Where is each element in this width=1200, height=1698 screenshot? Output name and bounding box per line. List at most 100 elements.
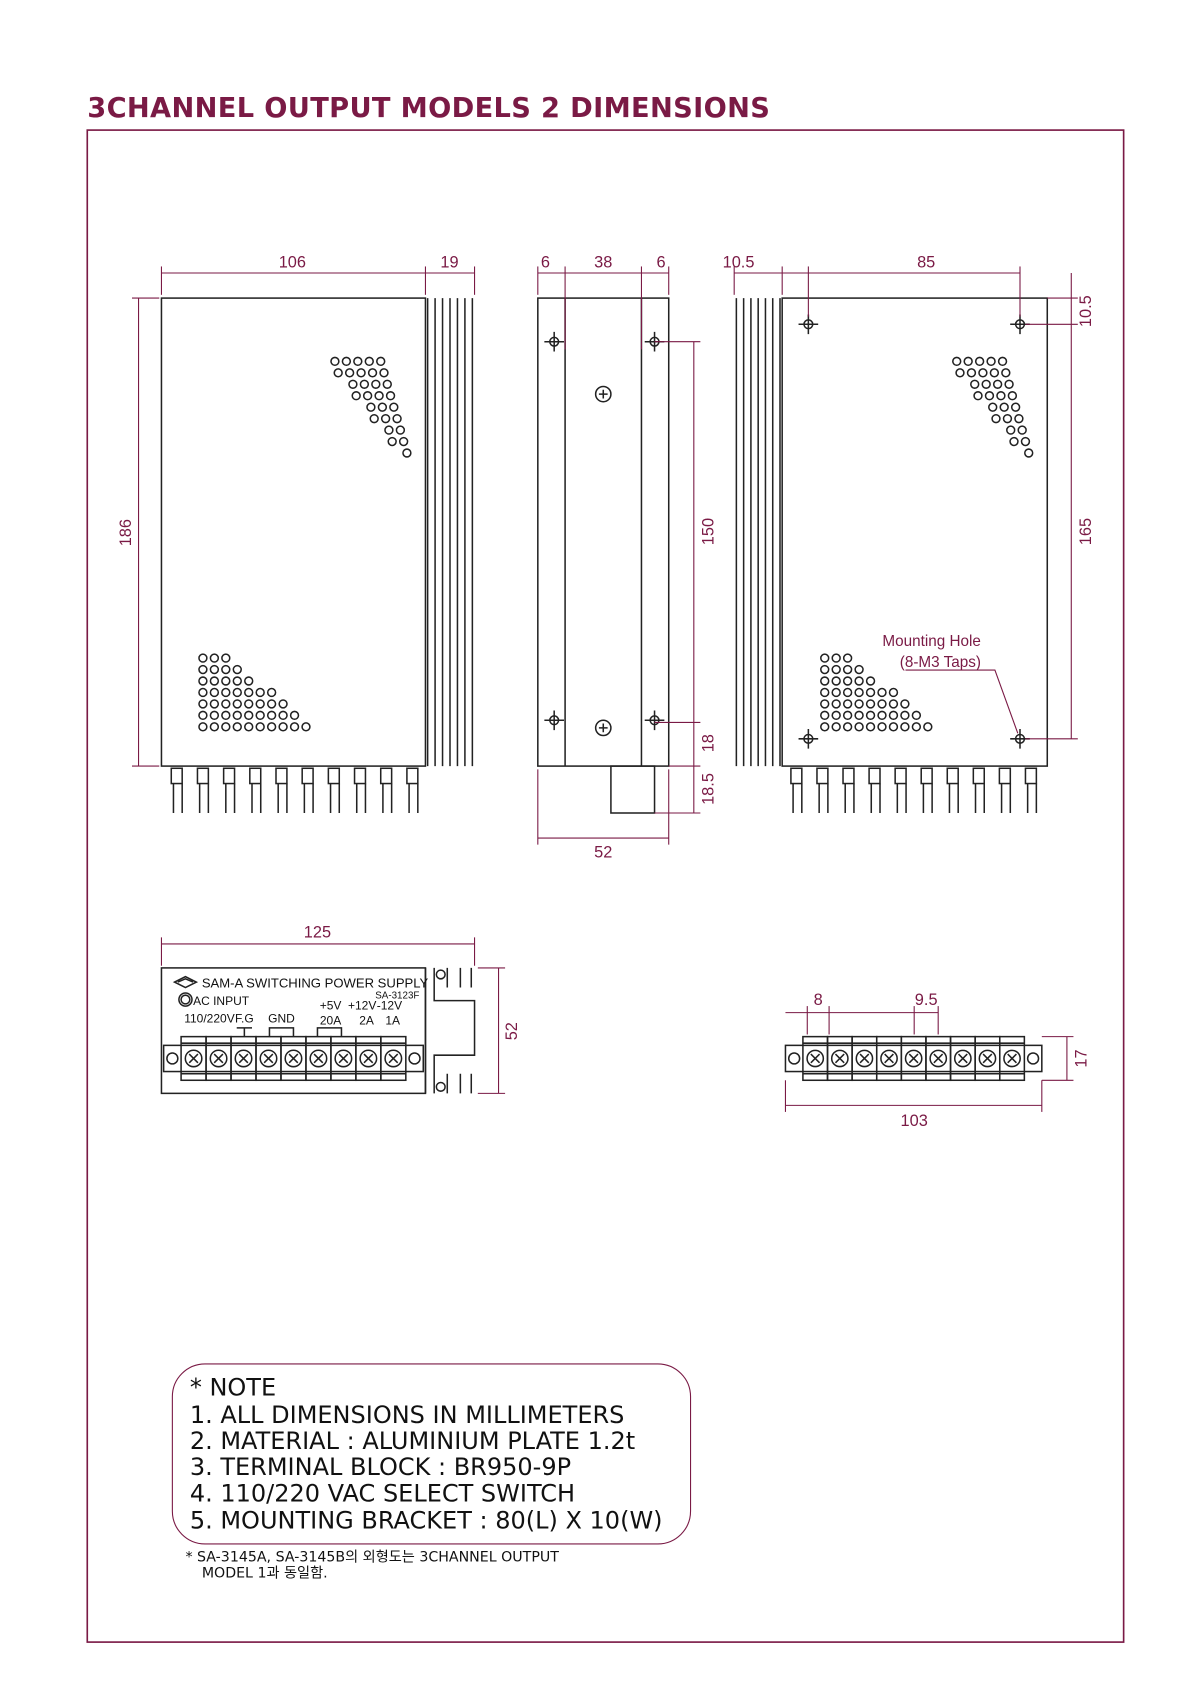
vent-hole — [341, 356, 352, 367]
label-110-220v: 110/220V — [184, 1011, 235, 1025]
screw-icon — [598, 723, 608, 733]
terminal-rib — [206, 1042, 232, 1075]
dim-tb-pitch-a: 8 — [814, 991, 823, 1009]
vent-hole — [952, 356, 962, 367]
terminal-rib — [876, 1042, 902, 1075]
vent-hole — [955, 368, 965, 378]
terminal-cell — [380, 1035, 407, 1082]
rear-view: 10.5 85 10.5 165 Mounting Hole (8-M3 Tap… — [723, 254, 1095, 813]
vent-hole — [900, 710, 910, 721]
vent-hole — [266, 722, 277, 732]
vent-hole — [198, 687, 208, 698]
terminal-pin — [170, 767, 183, 785]
vent-hole — [221, 687, 231, 698]
vent-hole — [911, 722, 922, 732]
vent-hole — [842, 722, 853, 732]
vent-hole — [1002, 413, 1013, 424]
terminal-pin — [790, 767, 803, 785]
note-item: 1. ALL DIMENSIONS IN MILLIMETERS — [190, 1401, 625, 1429]
front-view: 106 19 186 — [117, 254, 476, 813]
vent-hole — [900, 722, 910, 732]
label-12v: +12V — [348, 998, 376, 1012]
terminal-rib — [181, 1042, 207, 1075]
vent-hole — [364, 356, 374, 367]
vent-hole — [900, 699, 910, 709]
vent-hole — [1007, 391, 1018, 401]
vent-hole — [981, 379, 991, 389]
terminal-screw-icon — [834, 1053, 845, 1064]
vent-hole — [356, 368, 366, 378]
vent-hole — [255, 722, 265, 732]
dim-tb-height: 17 — [1073, 1049, 1091, 1067]
vent-hole — [330, 356, 340, 367]
dim-side-edge-left: 6 — [541, 254, 550, 272]
vent-hole — [221, 676, 231, 686]
terminal-screw-icon — [806, 1049, 825, 1068]
vent-hole — [963, 356, 973, 367]
label-20a: 20A — [320, 1014, 341, 1028]
vent-hole — [366, 402, 376, 412]
vent-hole — [402, 448, 412, 458]
page-title: 3CHANNEL OUTPUT MODELS 2 DIMENSIONS — [87, 93, 770, 124]
vent-hole — [266, 699, 277, 709]
terminal-screw-icon — [904, 1049, 923, 1068]
vent-hole — [997, 356, 1008, 367]
terminal-screw-icon — [1003, 1049, 1021, 1068]
mount-screw-icon — [787, 1052, 801, 1065]
vent-hole — [820, 699, 830, 709]
terminal-screw-icon — [209, 1049, 228, 1068]
vent-hole — [367, 368, 378, 378]
terminal-screw-icon — [810, 1053, 821, 1064]
terminal-screw-icon — [933, 1053, 944, 1064]
terminal-screw-icon — [238, 1053, 249, 1064]
vent-hole — [1004, 379, 1014, 389]
terminal-screw-icon — [830, 1049, 849, 1068]
vent-hole — [244, 722, 254, 732]
dim-side-bottom-offset: 18 — [699, 734, 717, 752]
dim-side-middle: 38 — [594, 254, 612, 272]
vent-hole — [820, 653, 830, 663]
terminal-screw-icon — [953, 1049, 972, 1068]
vent-hole — [209, 710, 220, 721]
vent-hole — [991, 413, 1001, 424]
vent-hole — [865, 699, 876, 709]
terminal-rib — [280, 1042, 306, 1075]
vent-hole — [877, 699, 887, 709]
vent-hole — [278, 710, 288, 721]
vent-hole — [986, 356, 996, 367]
vent-hole — [351, 391, 361, 401]
vent-hole — [198, 676, 208, 686]
terminal-screw-icon — [309, 1049, 328, 1068]
vent-hole — [266, 687, 277, 698]
terminal-block-body — [162, 1044, 425, 1073]
terminal-screw-icon — [859, 1053, 870, 1064]
terminal-pin — [379, 767, 393, 785]
terminal-cell — [998, 1035, 1026, 1082]
terminal-pin — [868, 767, 881, 785]
vent-hole — [348, 379, 358, 389]
vent-hole — [379, 368, 389, 378]
vent-hole — [1014, 413, 1024, 424]
model-label: SA-3123F — [375, 990, 419, 1001]
vent-hole — [1017, 425, 1027, 435]
label-gnd: GND — [268, 1011, 295, 1025]
vent-hole — [362, 391, 373, 401]
terminal-screw-icon — [259, 1049, 278, 1068]
terminal-rib — [231, 1042, 257, 1075]
terminal-block-body — [784, 1044, 1043, 1073]
vent-hole — [831, 653, 841, 663]
vent-hole — [877, 710, 887, 721]
dim-front-fin: 19 — [440, 254, 458, 272]
note-item: 2. MATERIAL : ALUMINIUM PLATE 1.2t — [190, 1427, 635, 1455]
terminal-pin — [946, 767, 959, 785]
terminal-screw-icon — [234, 1049, 253, 1068]
vent-hole — [255, 710, 265, 721]
vent-hole — [289, 710, 300, 721]
vent-hole — [209, 664, 220, 675]
vent-hole — [831, 676, 841, 686]
vent-hole — [831, 664, 841, 675]
terminal-screw-icon — [288, 1053, 299, 1064]
brand-label: SAM-A SWITCHING POWER SUPPLY — [202, 976, 429, 991]
terminal-screw-icon — [284, 1049, 303, 1068]
